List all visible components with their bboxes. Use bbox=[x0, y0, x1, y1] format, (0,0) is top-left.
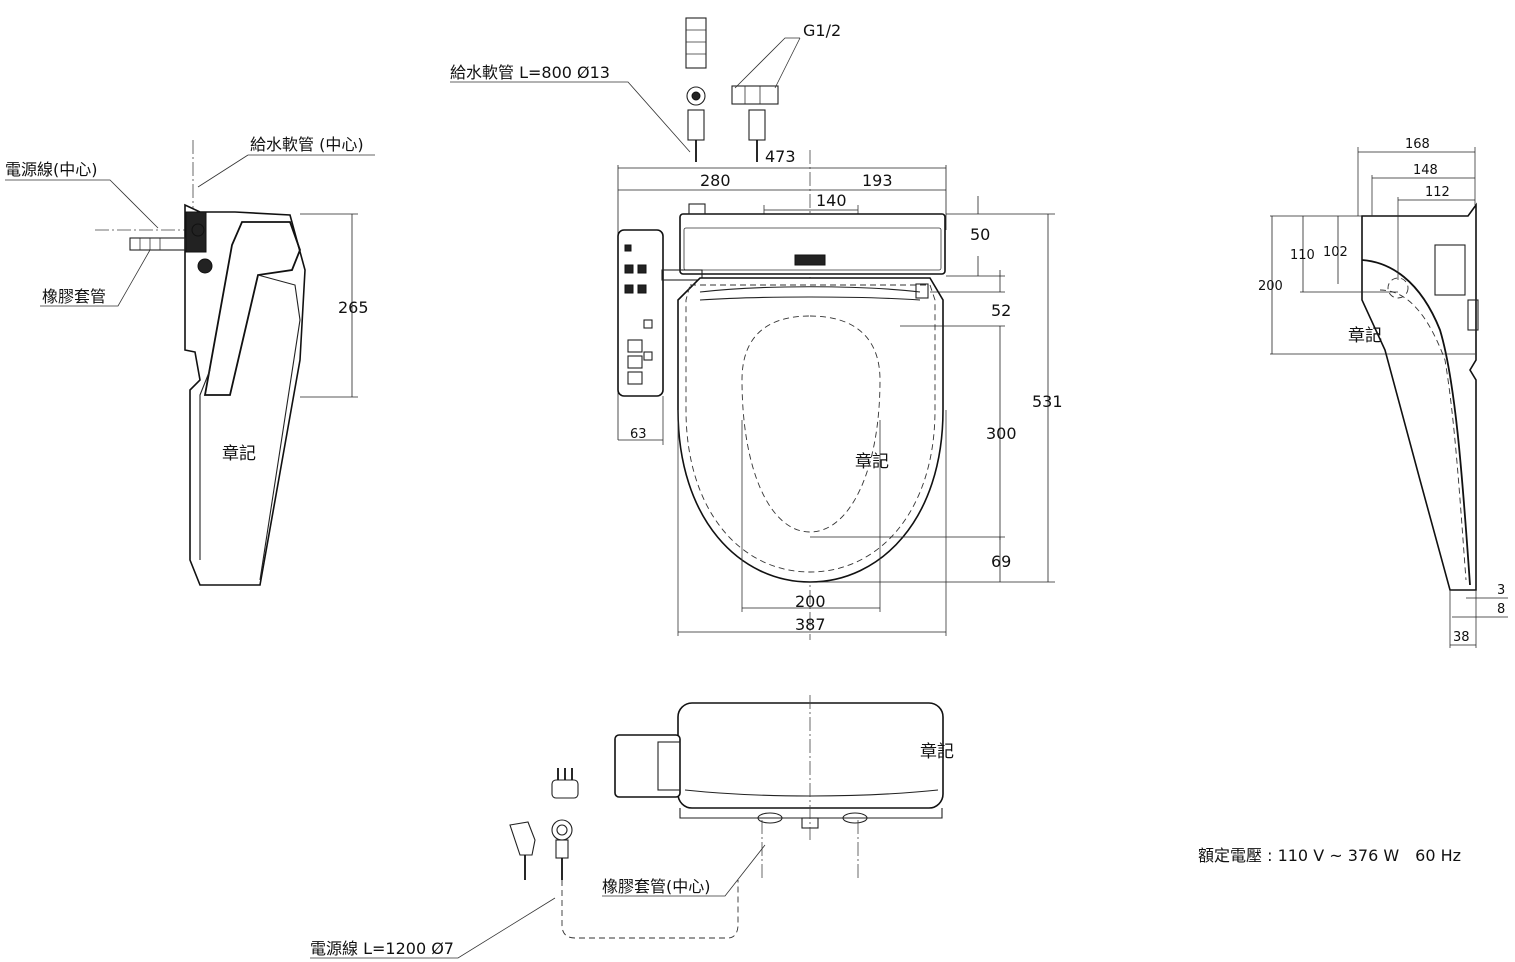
dim-63: 63 bbox=[630, 427, 647, 442]
seat-outline bbox=[677, 277, 944, 583]
dim-3: 3 bbox=[1497, 583, 1505, 598]
bottom-view: 章記 橡膠套管(中心) 電源線 L=1200 Ø7 bbox=[310, 695, 954, 959]
plug-cap bbox=[551, 779, 579, 799]
power-plug bbox=[509, 821, 536, 856]
water-hose-label: 給水軟管 L=800 Ø13 bbox=[450, 63, 610, 82]
water-hose-center-label: 給水軟管 (中心) bbox=[250, 135, 364, 154]
right-side-view: 168 148 112 200 110 102 38 3 8 章記 bbox=[1258, 137, 1508, 648]
front-view: 給水軟管 L=800 Ø13 G1/2 473 280 193 140 bbox=[450, 17, 1063, 640]
stamp-left: 章記 bbox=[222, 444, 256, 464]
dim-112: 112 bbox=[1425, 185, 1450, 200]
rubber-hose-label: 橡膠套管 bbox=[42, 287, 106, 306]
main-unit bbox=[679, 213, 946, 275]
dim-531: 531 bbox=[1032, 392, 1063, 411]
dim-193: 193 bbox=[862, 171, 893, 190]
dim-200-right: 200 bbox=[1258, 279, 1283, 294]
dim-300: 300 bbox=[986, 424, 1017, 443]
dim-265: 265 bbox=[338, 298, 369, 317]
power-cord-label: 電源線 L=1200 Ø7 bbox=[310, 939, 454, 958]
thread-label: G1/2 bbox=[803, 21, 841, 40]
left-side-view: 265 給水軟管 (中心) 電源線(中心) 橡膠套管 章記 bbox=[5, 135, 375, 586]
dim-200: 200 bbox=[795, 592, 826, 611]
dim-148: 148 bbox=[1413, 163, 1438, 178]
dim-38: 38 bbox=[1453, 630, 1470, 645]
dim-50: 50 bbox=[970, 225, 990, 244]
hose-fitting-top bbox=[685, 17, 707, 69]
dim-69: 69 bbox=[991, 552, 1011, 571]
dim-8: 8 bbox=[1497, 602, 1505, 617]
stamp-bottom: 章記 bbox=[920, 742, 954, 762]
power-cord-center-label: 電源線(中心) bbox=[5, 160, 98, 179]
rating-label: 額定電壓 : 110 V ~ 376 W 60 Hz bbox=[1198, 846, 1461, 865]
dim-52: 52 bbox=[991, 301, 1011, 320]
dim-140: 140 bbox=[816, 191, 847, 210]
stamp-front: 章記 bbox=[855, 452, 889, 472]
dim-168: 168 bbox=[1405, 137, 1430, 152]
rubber-hose-center-label: 橡膠套管(中心) bbox=[602, 877, 711, 896]
ground-ring bbox=[551, 819, 573, 841]
control-panel bbox=[617, 229, 664, 397]
seat-opening bbox=[741, 315, 881, 533]
dim-387: 387 bbox=[795, 615, 826, 634]
dim-102: 102 bbox=[1323, 245, 1348, 260]
unit-bottom-body bbox=[677, 702, 944, 809]
dim-473: 473 bbox=[765, 147, 796, 166]
stamp-right: 章記 bbox=[1348, 326, 1382, 346]
dim-110: 110 bbox=[1290, 248, 1315, 263]
dim-280: 280 bbox=[700, 171, 731, 190]
